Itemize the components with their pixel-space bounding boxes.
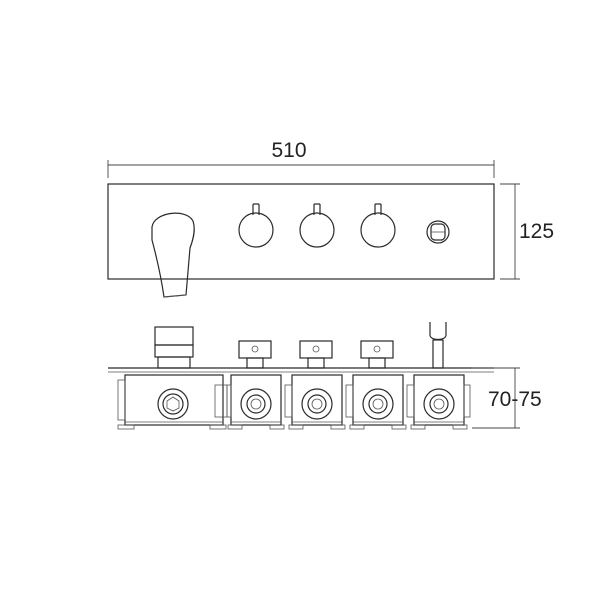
control-knob-3 bbox=[360, 203, 396, 248]
holder-top bbox=[429, 322, 447, 369]
height-label: 125 bbox=[519, 220, 554, 243]
control-knob-2 bbox=[299, 203, 335, 248]
valve-housing-5 bbox=[406, 374, 471, 430]
section-view: 70-75 bbox=[108, 322, 542, 430]
height-dimension: 125 bbox=[500, 183, 554, 280]
faceplate bbox=[107, 183, 495, 280]
knob-top-1 bbox=[238, 340, 272, 369]
control-knob-1 bbox=[238, 203, 274, 248]
depth-dimension: 70-75 bbox=[472, 367, 542, 429]
knob-top-2 bbox=[299, 340, 333, 369]
valve-housing-main bbox=[117, 374, 228, 430]
width-label: 510 bbox=[271, 139, 306, 162]
valve-housing-2 bbox=[226, 374, 285, 430]
width-dimension: 510 bbox=[107, 139, 495, 178]
shower-holder bbox=[426, 220, 450, 244]
valve-housing-4 bbox=[345, 374, 407, 430]
knob-top-3 bbox=[360, 340, 394, 369]
front-view: 510 bbox=[107, 139, 554, 298]
valve-housing-3 bbox=[284, 374, 346, 430]
lever-handle bbox=[151, 212, 195, 298]
lever-handle-top bbox=[154, 326, 194, 369]
depth-label: 70-75 bbox=[488, 388, 542, 411]
